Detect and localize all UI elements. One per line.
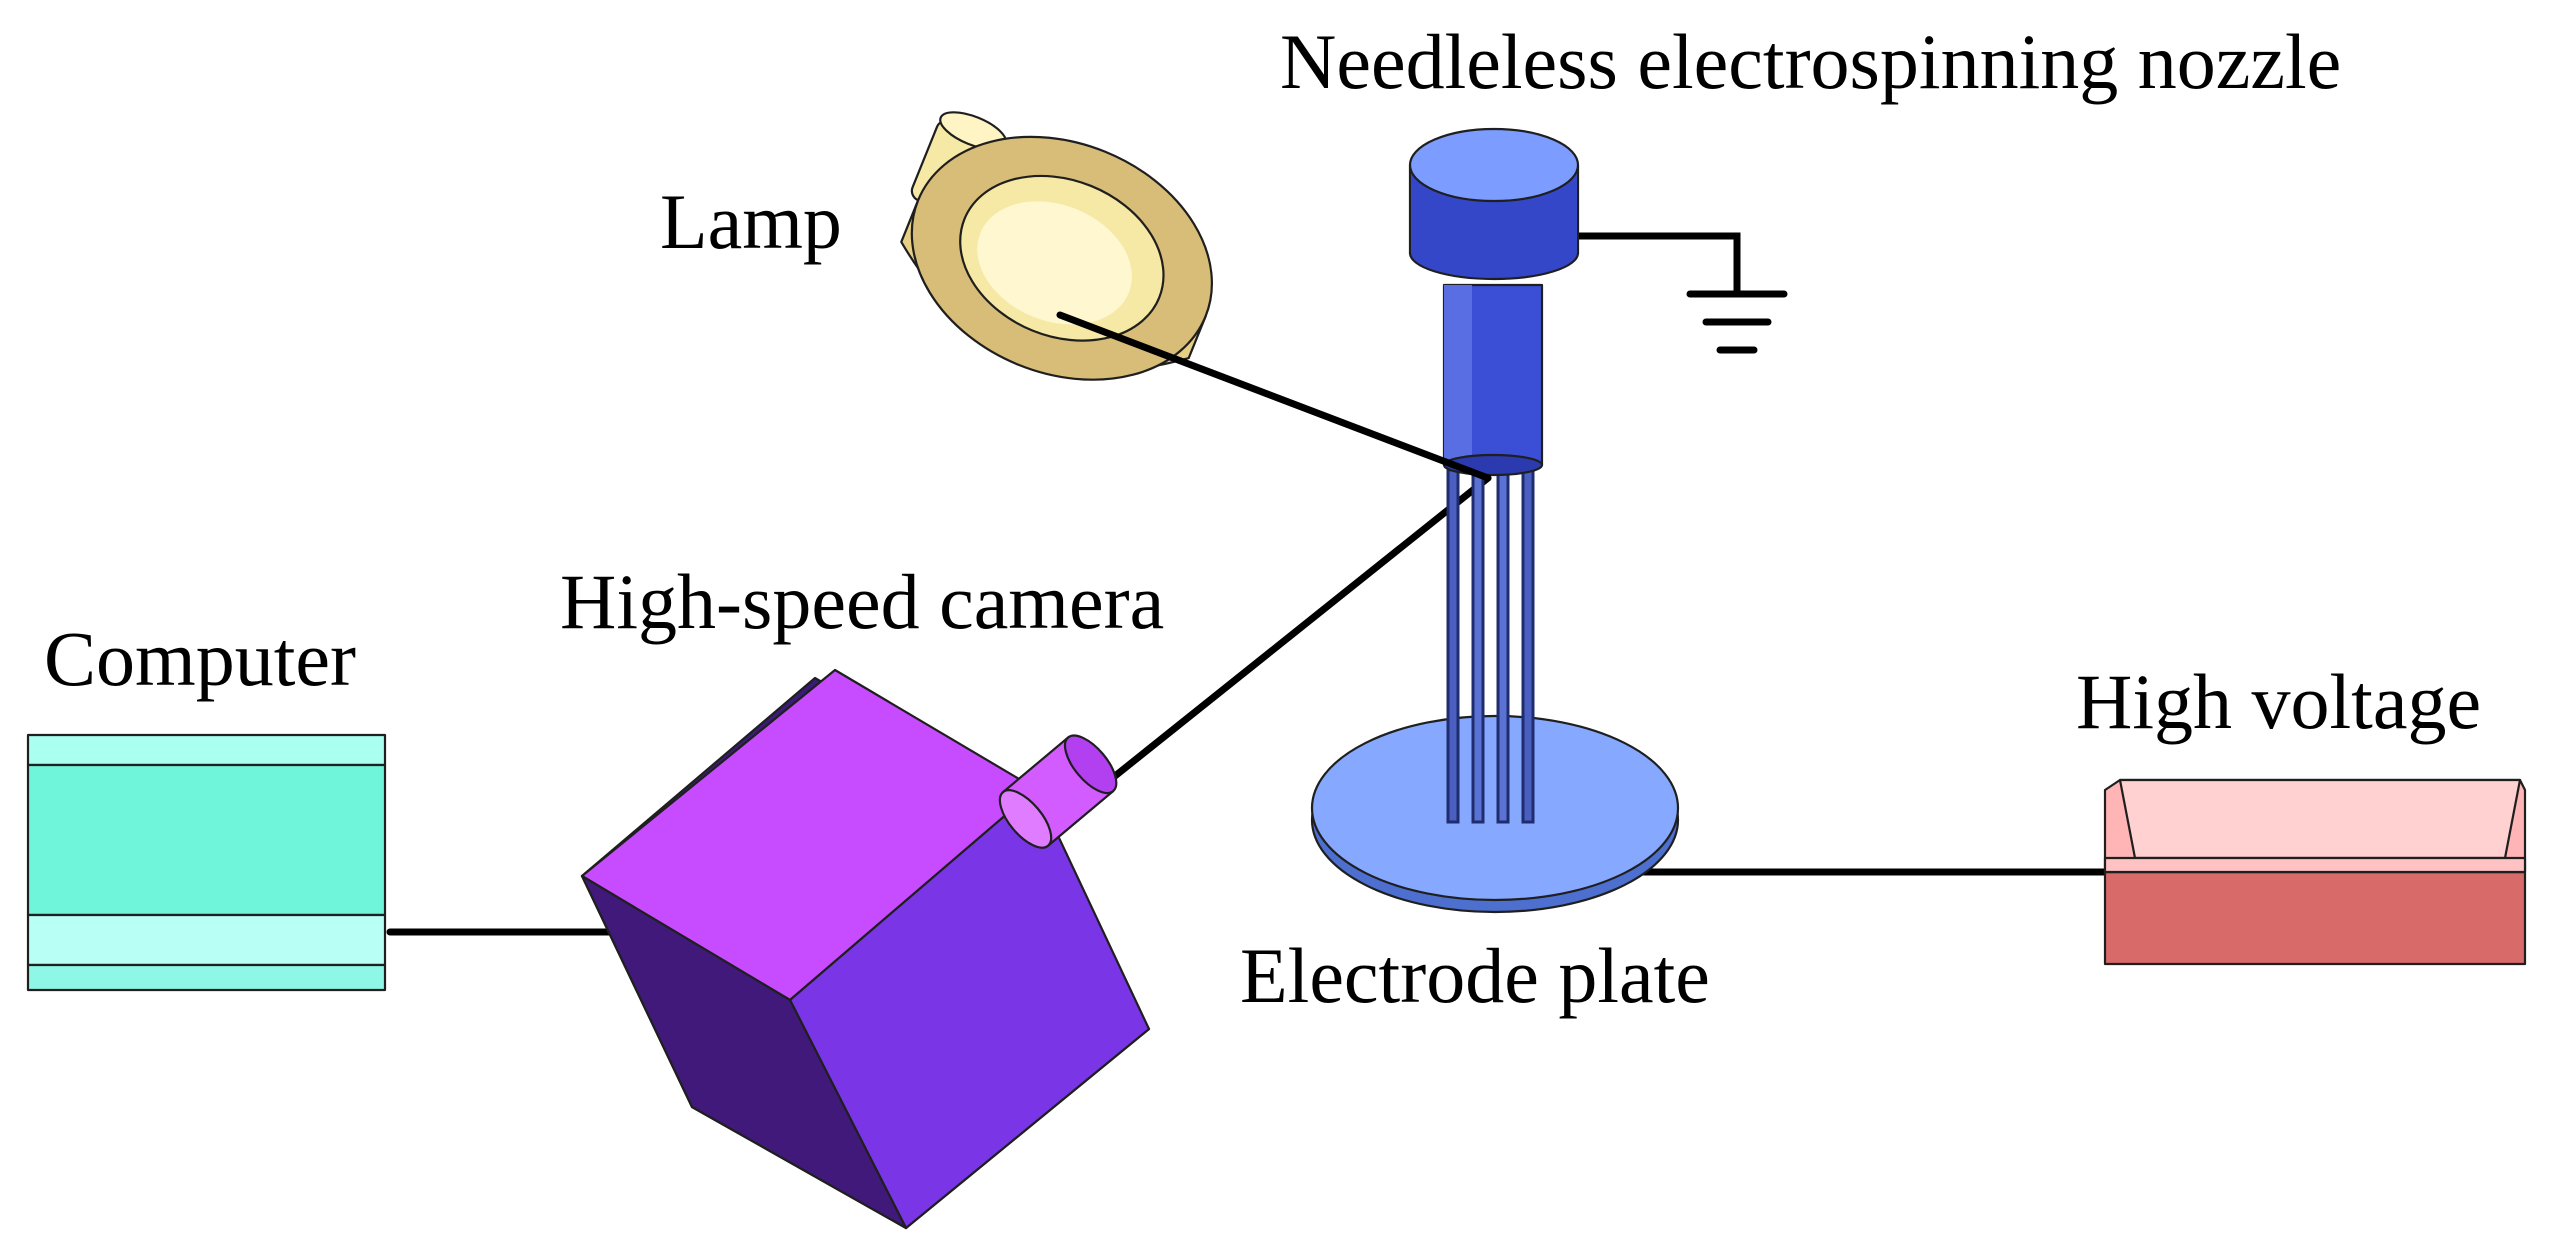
label-computer: Computer xyxy=(44,615,356,702)
label-nozzle: Needleless electrospinning nozzle xyxy=(1280,18,2341,105)
high-speed-camera xyxy=(580,668,1151,1230)
label-high-voltage: High voltage xyxy=(2076,658,2481,745)
ground-icon xyxy=(1686,290,1788,354)
lamp xyxy=(900,111,1213,381)
wires xyxy=(386,232,2112,936)
wire-nozzle-ground xyxy=(1574,232,1741,298)
electrode-plate xyxy=(1310,714,1680,914)
label-electrode: Electrode plate xyxy=(1240,932,1710,1019)
label-camera: High-speed camera xyxy=(560,558,1164,645)
wire-camera-nozzle xyxy=(1091,474,1492,796)
high-voltage-supply xyxy=(2103,778,2527,966)
needleless-nozzle xyxy=(1408,127,1580,824)
lamp-beam xyxy=(1056,311,1492,482)
label-lamp: Lamp xyxy=(660,178,842,265)
computer xyxy=(26,733,387,992)
